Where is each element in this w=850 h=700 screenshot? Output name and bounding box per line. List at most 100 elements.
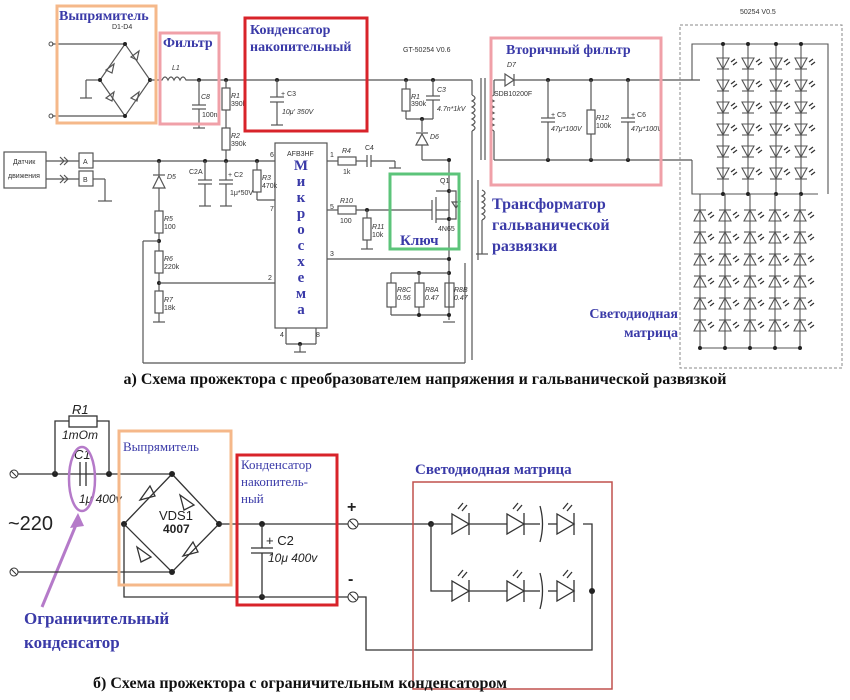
light-rays-icon — [808, 58, 816, 66]
c2-b-value: 10μ 400v — [268, 551, 318, 565]
rectifier-bridge-a: D1-D4 — [48, 24, 152, 119]
junction-dot — [723, 346, 727, 350]
c3b-value: 4.7n*1kV — [437, 106, 467, 113]
mains-label: ~220 — [8, 513, 53, 535]
light-rays-icon — [807, 299, 815, 307]
light-rays-icon — [757, 321, 765, 329]
led-icon — [693, 318, 707, 332]
led-icon — [769, 145, 783, 159]
storage-cap-a: + C3 10μ' 350V — [245, 78, 472, 126]
led-icon — [794, 145, 808, 159]
led-icon — [793, 296, 807, 310]
light-rays-icon — [808, 124, 816, 132]
led-icon — [793, 318, 807, 332]
light-rays-icon — [782, 211, 790, 219]
d7-label: D7 — [507, 62, 517, 69]
light-rays-icon — [562, 569, 573, 579]
light-rays-icon — [730, 146, 738, 154]
light-rays-icon — [755, 124, 763, 132]
minus-terminal: - — [348, 571, 353, 588]
c3-value: 10μ' 350V — [282, 109, 315, 116]
rectifier-label-b: Выпрямитель — [123, 439, 199, 454]
light-rays-icon — [755, 102, 763, 110]
chip-letter: а — [297, 302, 305, 318]
chip-letter: к — [297, 190, 306, 206]
pin-a: A — [83, 159, 88, 166]
led-icon — [768, 318, 782, 332]
c4-label: C4 — [365, 145, 374, 152]
controller-chip: AFB3HF 6 7 1 5 3 2 4 8 — [268, 142, 334, 353]
light-rays-icon — [757, 277, 765, 285]
r1-b-value: 1mOm — [62, 428, 98, 442]
junction-dot — [589, 588, 595, 594]
bridge-label: D1-D4 — [112, 24, 132, 31]
wire — [430, 524, 452, 592]
light-rays-icon — [755, 168, 763, 176]
led-matrix-label-a-1: Светодиодная — [589, 307, 678, 322]
storage-cap-label-a-2: накопительный — [250, 40, 352, 55]
light-rays-icon — [757, 299, 765, 307]
led-icon — [716, 57, 730, 71]
r7-value: 18k — [164, 305, 176, 312]
secondary-filter: D7 SDB10200F + C5 47μ*100V R12 100k + C6… — [494, 62, 700, 162]
junction-dot — [799, 42, 803, 46]
led-icon — [793, 230, 807, 244]
led-icon — [741, 167, 755, 181]
r8c-label: R8C — [397, 287, 412, 294]
light-rays-icon — [783, 58, 791, 66]
wire — [583, 523, 593, 591]
led-icon — [451, 512, 471, 536]
light-rays-icon — [730, 124, 738, 132]
sensor-label-2: движения — [8, 173, 40, 180]
break-mark — [539, 505, 544, 543]
led-icon — [693, 296, 707, 310]
r10-label: R10 — [340, 198, 353, 205]
light-rays-icon — [732, 299, 740, 307]
light-rays-icon — [707, 233, 715, 241]
light-rays-icon — [783, 80, 791, 88]
c1-label: C1 — [74, 447, 91, 462]
transformer-label-1: Трансформатор — [492, 196, 606, 213]
r7-label: R7 — [164, 297, 174, 304]
c3b-label: C3 — [437, 87, 446, 94]
storage-cap-label-a-1: Конденсатор — [250, 23, 331, 38]
r8b-value: 0.47 — [454, 295, 469, 302]
light-rays-icon — [782, 321, 790, 329]
pin-4: 4 — [280, 332, 284, 339]
key-label: Ключ — [400, 233, 439, 249]
r3-value: 470k — [262, 183, 278, 190]
junction-dot — [798, 346, 802, 350]
r6-value: 220k — [164, 264, 180, 271]
pin-5: 5 — [330, 204, 334, 211]
pin-b: B — [83, 177, 88, 184]
d5-label: D5 — [167, 174, 176, 181]
filter-box-a — [158, 31, 221, 126]
bridge-b-label: VDS1 — [159, 508, 193, 523]
r6-label: R6 — [164, 256, 173, 263]
caption-b: б) Схема прожектора с ограничительным ко… — [93, 675, 507, 692]
r12-label: R12 — [596, 115, 609, 122]
led-icon — [741, 145, 755, 159]
r11-value: 10k — [372, 232, 384, 239]
transformer-label-2: гальванической — [492, 217, 610, 234]
wire — [691, 43, 829, 194]
rectifier-box-b — [117, 429, 233, 587]
light-rays-icon — [730, 58, 738, 66]
light-rays-icon — [707, 299, 715, 307]
storage-cap-label-b-2: накопитель- — [241, 474, 308, 489]
pin-8: 8 — [316, 332, 320, 339]
r2-label: R2 — [231, 133, 240, 140]
pin-7: 7 — [270, 206, 274, 213]
r2-value: 390k — [231, 141, 247, 148]
r1-value: 390k — [231, 101, 247, 108]
light-rays-icon — [782, 277, 790, 285]
led-icon — [693, 208, 707, 222]
led-icon — [716, 79, 730, 93]
junction-dot — [746, 192, 750, 196]
led-icon — [741, 101, 755, 115]
arrow-head-icon — [70, 513, 84, 528]
led-icon — [716, 167, 730, 181]
r8b-label: R8B — [454, 287, 468, 294]
d7-value: SDB10200F — [494, 91, 532, 98]
